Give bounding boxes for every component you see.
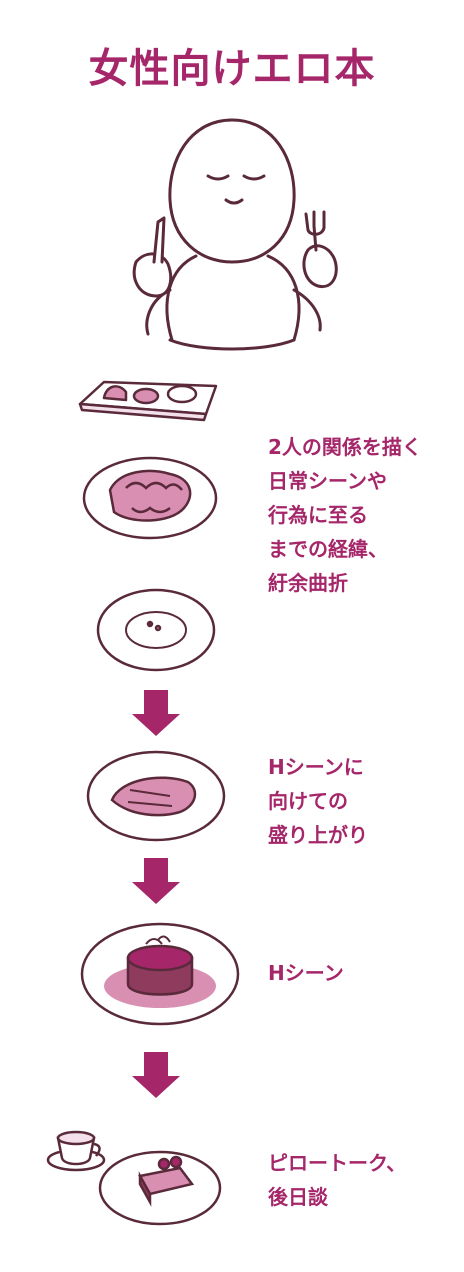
section-label-afterword: ピロートーク、 後日談 xyxy=(268,1151,407,1209)
meat-plate xyxy=(86,750,226,842)
main-dish-plate xyxy=(80,922,240,1026)
soup-plate xyxy=(96,588,216,672)
arrow-down-icon xyxy=(132,1052,180,1098)
appetizer-plate xyxy=(78,380,218,422)
salad-plate xyxy=(82,456,218,540)
section-label-daily: 2人の関係を描く 日常シーンや 行為に至る までの経緯、 紆余曲折 xyxy=(268,435,422,595)
page-title: 女性向けエロ本 xyxy=(88,46,376,92)
dessert-plate xyxy=(98,1150,222,1226)
section-label-h-scene: Hシーン xyxy=(268,961,344,985)
diner-figure xyxy=(132,118,338,351)
arrow-down-icon xyxy=(132,858,180,904)
section-label-buildup: Hシーンに 向けての 盛り上がり xyxy=(268,755,368,847)
coffee-cup xyxy=(46,1130,106,1172)
arrow-down-icon xyxy=(132,690,180,736)
